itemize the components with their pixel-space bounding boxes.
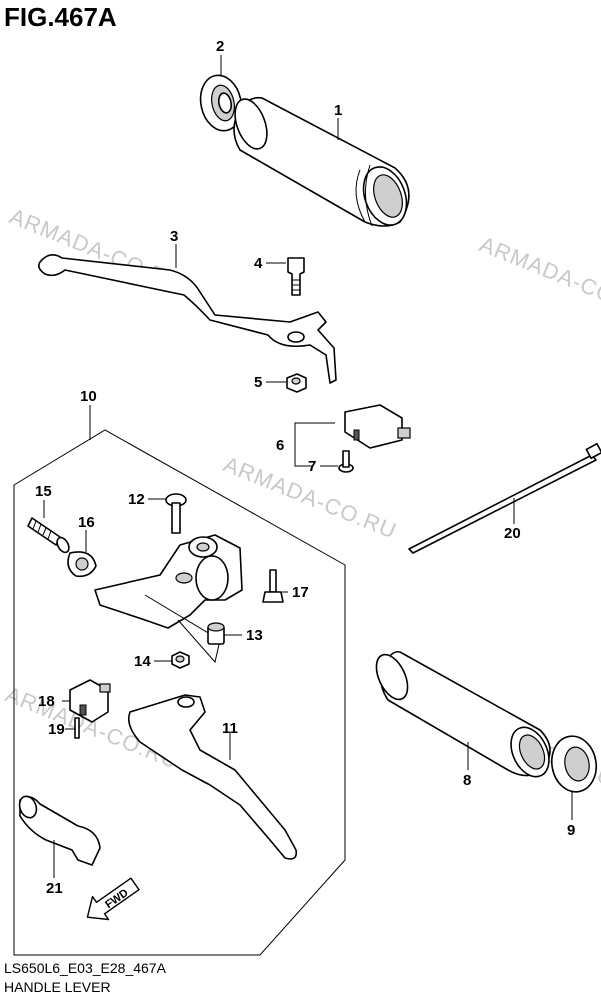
part-20-cable-tie (408, 442, 601, 554)
callout-21: 21 (46, 880, 63, 897)
callout-15: 15 (35, 483, 52, 500)
callout-20: 20 (504, 525, 521, 542)
callout-12: 12 (128, 491, 145, 508)
part-14-nut (171, 651, 190, 669)
watermark-2: ARMADA-CO.RU (476, 231, 601, 323)
figure-name: HANDLE LEVER (4, 979, 111, 995)
fwd-arrow: FWD (86, 877, 140, 921)
part-11-clutch-lever (127, 694, 298, 860)
part-2-end-ring (199, 74, 243, 132)
part-1-throttle-grip (233, 96, 410, 227)
callout-7: 7 (308, 458, 316, 475)
callout-17: 17 (292, 584, 309, 601)
callout-3: 3 (170, 228, 178, 245)
part-6-brake-switch (344, 404, 411, 449)
part-15-adjuster (27, 517, 70, 554)
part-16-clip (67, 551, 97, 578)
part-17-bolt (262, 569, 284, 603)
callout-19: 19 (48, 721, 65, 738)
callout-16: 16 (78, 514, 95, 531)
figure-title: FIG.467A (4, 2, 117, 32)
part-13-collar (207, 622, 225, 645)
part-19-screw (74, 717, 80, 739)
part-18-clutch-switch (69, 679, 111, 723)
part-5-nut (286, 373, 307, 393)
part-clutch-holder (94, 534, 243, 664)
part-3-brake-lever (38, 254, 337, 384)
callout-14: 14 (134, 653, 151, 670)
part-12-bolt (165, 493, 187, 534)
callout-9: 9 (567, 822, 575, 839)
part-4-pivot-bolt (287, 257, 305, 296)
callout-5: 5 (254, 374, 262, 391)
part-21-lever-cover (18, 795, 101, 866)
callout-1: 1 (334, 102, 342, 119)
callout-10: 10 (80, 388, 97, 405)
callouts: 2 1 3 4 5 10 6 7 15 12 16 20 17 13 14 18… (35, 38, 575, 897)
leader-lines (43, 55, 573, 878)
part-8-grip (375, 650, 551, 778)
part-7-screw (338, 450, 354, 473)
callout-2: 2 (216, 38, 224, 55)
callout-4: 4 (254, 255, 263, 272)
part-9-end-ring (550, 735, 598, 793)
callout-11: 11 (222, 720, 238, 737)
callout-6: 6 (276, 437, 284, 454)
figure-code: LS650L6_E03_E28_467A (4, 960, 166, 976)
part-10-assembly-box (13, 429, 346, 956)
callout-13: 13 (246, 627, 263, 644)
callout-18: 18 (38, 693, 55, 710)
callout-8: 8 (463, 772, 471, 789)
